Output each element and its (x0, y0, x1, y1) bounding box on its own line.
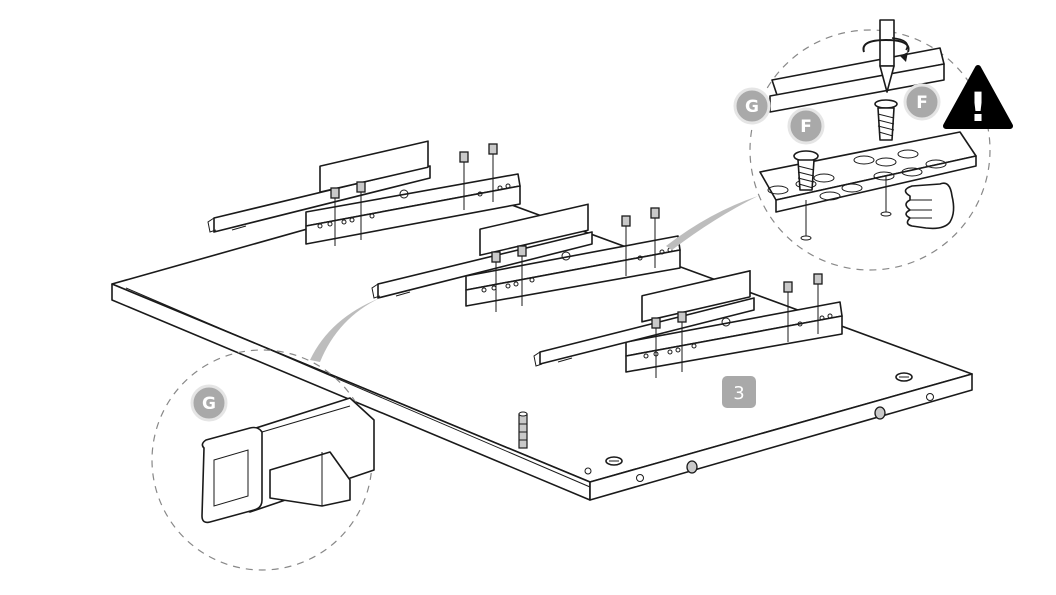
screw (793, 99, 898, 191)
svg-text:3: 3 (733, 383, 744, 404)
detail-pointer (666, 196, 758, 250)
part-label-g: G (190, 384, 228, 422)
svg-text:!: ! (969, 85, 987, 131)
part-label-g: G (733, 87, 771, 125)
drawer-runner-rail (533, 270, 843, 378)
part-label-f: F (787, 107, 825, 145)
part-label-f: F (903, 83, 941, 121)
screwdriver (862, 19, 910, 93)
cam-lock-hole (584, 372, 913, 475)
hand-icon (904, 182, 955, 230)
detail-pointer (310, 298, 380, 362)
screw-markers (491, 207, 660, 312)
drawer-runner-rail (371, 203, 681, 312)
screw-markers (651, 273, 823, 378)
panel-board (111, 185, 973, 501)
wooden-dowel (518, 411, 528, 449)
screw-markers (330, 143, 498, 246)
board-right-edge (589, 373, 973, 501)
svg-text:G: G (202, 394, 216, 414)
rail-detail-callout (151, 349, 375, 571)
step-number-badge: 3 (722, 376, 756, 408)
svg-text:G: G (745, 97, 759, 117)
svg-text:F: F (916, 93, 928, 113)
warning-triangle-icon: ! (943, 65, 1013, 131)
drawer-runner-rail (207, 140, 521, 246)
cam-dowel (686, 406, 886, 474)
screw-detail-callout (749, 19, 991, 271)
svg-text:F: F (800, 117, 812, 137)
